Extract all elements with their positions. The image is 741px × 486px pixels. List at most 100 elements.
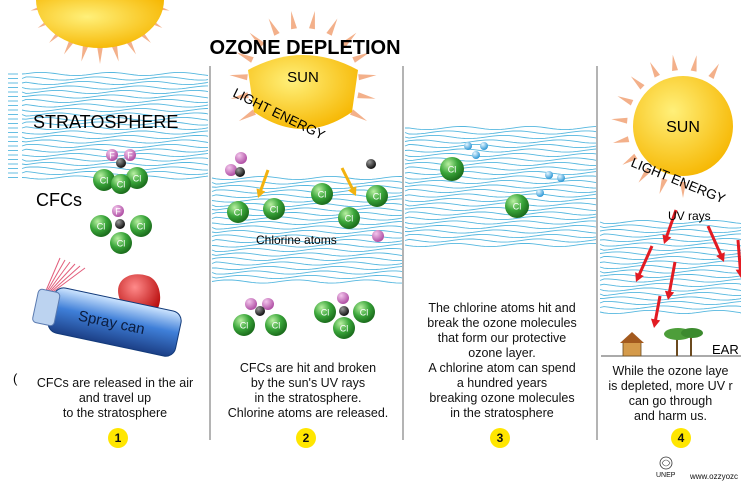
wave-panel-3-line bbox=[404, 161, 597, 167]
sun-2-ray bbox=[238, 109, 257, 121]
sun-4-ray bbox=[650, 62, 661, 78]
oxygen-atom bbox=[545, 171, 553, 179]
wave-panel-3-line bbox=[404, 179, 597, 185]
wave-panel-3-line bbox=[404, 206, 597, 212]
red-arrow-head bbox=[662, 234, 672, 244]
sun-4-rays bbox=[611, 54, 719, 198]
wave-panel-3-line bbox=[404, 134, 597, 140]
top-sun-ray bbox=[111, 43, 119, 62]
chlorine-atom bbox=[314, 301, 336, 323]
wave-panel-2-line bbox=[211, 175, 403, 181]
chlorine-atom-label: Cl bbox=[272, 321, 281, 331]
top-sun-ray bbox=[97, 46, 103, 64]
unep-label: UNEP bbox=[656, 472, 676, 479]
top-sun-disc bbox=[36, 0, 164, 48]
wave-panel-2-line bbox=[211, 184, 403, 190]
carbon-atom bbox=[255, 306, 265, 316]
chlorine-atoms-label: Chlorine atoms bbox=[256, 233, 337, 247]
red-arrow bbox=[637, 245, 654, 278]
sun-4-label: SUN bbox=[666, 119, 700, 136]
chlorine-atom-label: Cl bbox=[448, 165, 457, 175]
chlorine-atom bbox=[333, 317, 355, 339]
earth-label: EAR bbox=[712, 342, 739, 357]
red-arrow-head bbox=[735, 269, 741, 278]
chlorine-atom-label: Cl bbox=[318, 190, 327, 200]
carbon-atom bbox=[116, 158, 126, 168]
wave-panel-3-line bbox=[404, 211, 597, 216]
wave-panel-2-line bbox=[211, 220, 403, 226]
chlorine-atom-label: Cl bbox=[117, 239, 126, 249]
sun-4-ray bbox=[680, 182, 686, 198]
wave-panel-4-line bbox=[599, 273, 741, 279]
wave-panel-4-line bbox=[599, 287, 741, 292]
red-arrow bbox=[706, 225, 723, 258]
panel-dividers bbox=[209, 66, 598, 440]
sun-4-ray bbox=[708, 63, 719, 80]
wave-panel-2-line bbox=[211, 225, 403, 230]
fluorine-atom bbox=[106, 149, 118, 161]
sun-panel-4: SUN LIGHT ENERGY bbox=[611, 54, 733, 206]
wave-panel-3-line bbox=[404, 148, 597, 153]
yellow-arrow bbox=[340, 167, 355, 192]
fluorine-atom bbox=[262, 298, 274, 310]
red-arrow bbox=[664, 209, 678, 239]
sun-2-ray bbox=[326, 18, 338, 36]
chlorine-atom-label: Cl bbox=[234, 208, 243, 218]
wave-panel-2-line bbox=[211, 180, 403, 185]
wave-panel-3-line bbox=[404, 175, 597, 180]
red-arrow bbox=[667, 261, 677, 295]
oxygen-atom bbox=[464, 142, 472, 150]
chlorine-atom bbox=[311, 183, 333, 205]
chlorine-atom bbox=[440, 157, 464, 181]
wave-panel-1-line bbox=[21, 116, 209, 122]
wave-panel-4-line bbox=[599, 309, 741, 315]
wave-panel-2-line bbox=[211, 270, 403, 275]
wave-panel-4-line bbox=[599, 269, 741, 274]
fluorine-atom-label: F bbox=[127, 151, 133, 161]
chlorine-atom-label: Cl bbox=[117, 180, 126, 190]
fluorine-atom bbox=[372, 230, 384, 242]
wave-panel-2-line bbox=[211, 243, 403, 248]
carbon-atom bbox=[366, 159, 376, 169]
fluorine-atom-label: F bbox=[115, 207, 121, 217]
sun-4-ray bbox=[659, 177, 668, 195]
footer-url: www.ozzyozc bbox=[690, 472, 739, 481]
chlorine-atom-label: Cl bbox=[360, 308, 369, 318]
step-badge-3: 3 bbox=[490, 428, 510, 448]
wave-panel-1-line bbox=[21, 71, 209, 77]
sun-2-disc bbox=[248, 55, 358, 129]
wave-panel-2-line bbox=[211, 274, 403, 280]
wave-panel-2-line bbox=[211, 234, 403, 239]
wave-panel-4-line bbox=[599, 260, 741, 265]
wave-panel-1-line bbox=[21, 85, 208, 90]
diagram-title: OZONE DEPLETION bbox=[209, 37, 400, 59]
wave-panel-3-line bbox=[404, 170, 597, 176]
wave-panel-3-line bbox=[404, 224, 597, 230]
wave-panel-1-line bbox=[21, 94, 209, 99]
carbon-atom bbox=[115, 219, 125, 229]
spray-can: Spray can bbox=[32, 257, 182, 357]
house-icon bbox=[622, 341, 642, 357]
wave-panel-2-line bbox=[211, 256, 403, 262]
wave-panel-3-line bbox=[404, 202, 597, 207]
sun-2-ray bbox=[249, 32, 265, 48]
wave-panel-1-line bbox=[21, 89, 209, 95]
sun-4-ray bbox=[672, 54, 678, 71]
wave-panel-4-line bbox=[599, 305, 741, 310]
wave-panel-3-line bbox=[404, 215, 597, 221]
sun-2-ray bbox=[236, 52, 254, 63]
chlorine-atom bbox=[353, 301, 375, 323]
wave-panel-2-line bbox=[211, 247, 403, 253]
wave-panel-3-line bbox=[404, 220, 597, 225]
chlorine-atom bbox=[505, 194, 529, 218]
wave-panel-2-line bbox=[211, 238, 403, 244]
fluorine-atom bbox=[245, 298, 257, 310]
sun-2-ray bbox=[291, 10, 297, 30]
sun-2-rays bbox=[229, 10, 377, 121]
sun-2-ray bbox=[229, 74, 248, 81]
chlorine-atom bbox=[110, 232, 132, 254]
fluorine-atom bbox=[124, 149, 136, 161]
wave-panel-3-line bbox=[404, 233, 597, 239]
red-arrow bbox=[653, 295, 662, 323]
